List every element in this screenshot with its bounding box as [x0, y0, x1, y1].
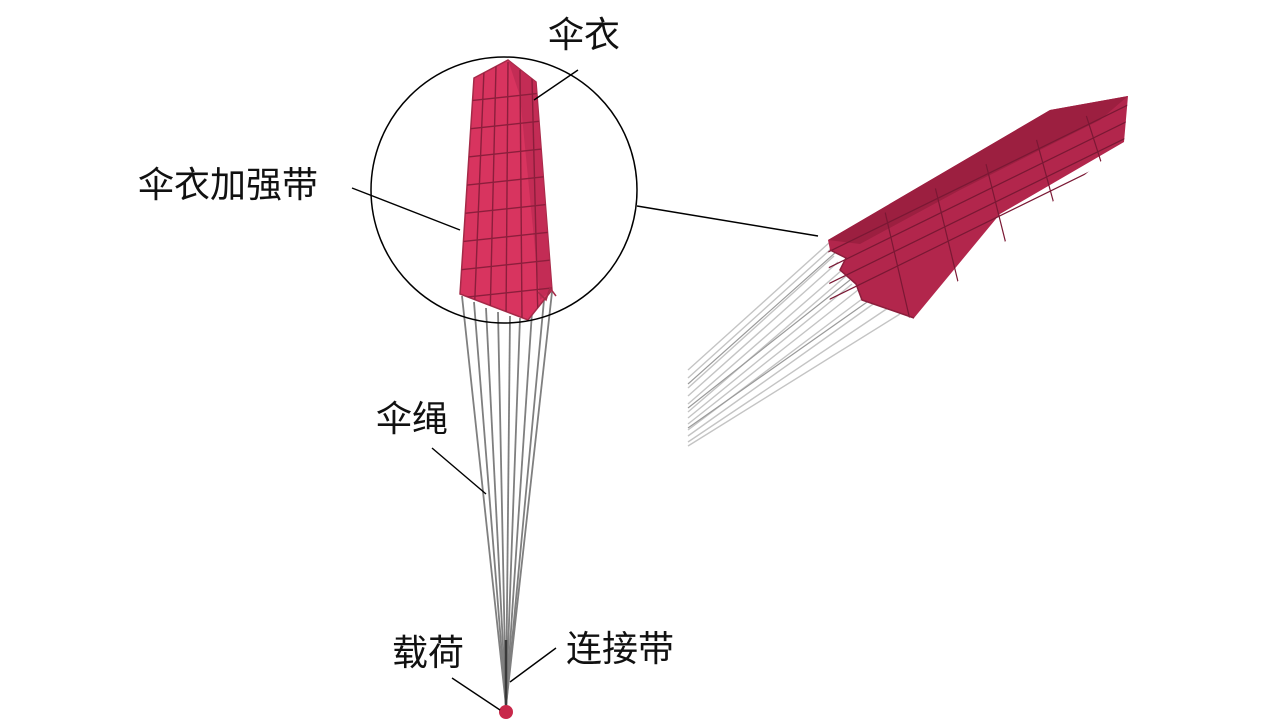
leader-lines: [351, 69, 579, 711]
payload-label: 载荷: [392, 633, 465, 674]
leader-lines-label: [431, 447, 487, 495]
zoomed-detail: [687, 96, 1128, 447]
connector-strap-label: 连接带: [566, 629, 675, 670]
payload-dot: [499, 705, 513, 719]
suspension-lines-label: 伞绳: [376, 399, 449, 440]
zoomed-reinforcement-grid: [828, 96, 1128, 318]
leader-canopy: [533, 69, 579, 101]
detail-view-circle: [370, 56, 638, 324]
suspension-lines: [461, 291, 553, 707]
leader-payload: [451, 677, 501, 711]
canopy-reinforcement-label: 伞衣加强带: [138, 165, 319, 206]
canopy-label: 伞衣: [548, 15, 621, 56]
zoomed-suspension-lines-dark: [687, 251, 871, 429]
leader-connector: [509, 647, 557, 683]
leader-reinforcement: [351, 187, 461, 231]
zoomed-canopy: [828, 96, 1128, 318]
canopy: [459, 59, 557, 321]
detail-view-connector: [636, 205, 819, 237]
